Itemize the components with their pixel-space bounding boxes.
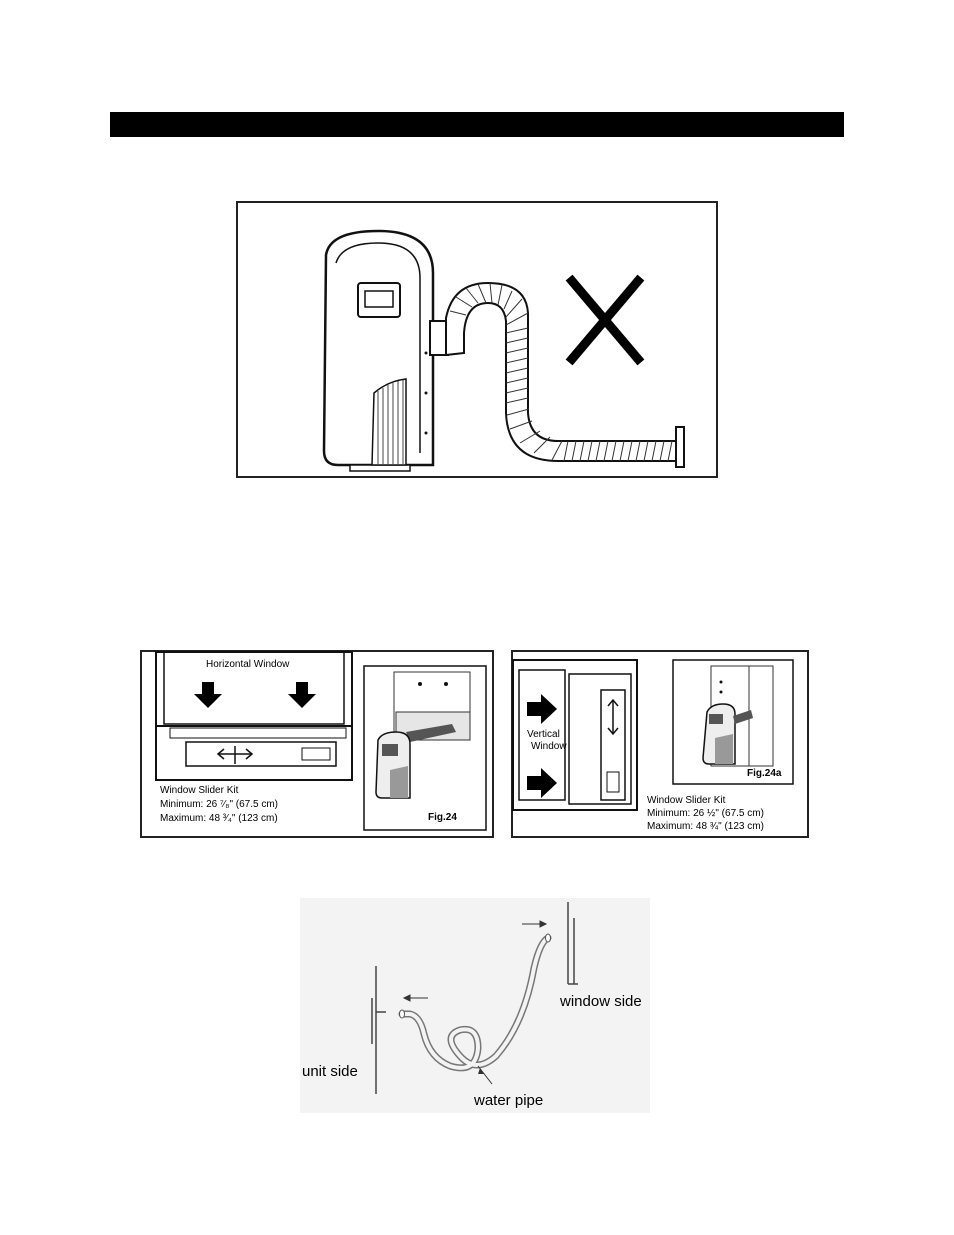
water-pipe-label: water pipe	[474, 1092, 543, 1109]
fig-24a-caption: Fig.24a	[747, 768, 781, 780]
fig-24-caption: Fig.24	[428, 812, 457, 824]
horizontal-window-figure: Horizontal Window Window Slider Kit Mini…	[140, 650, 494, 838]
water-pipe-figure: unit side window side water pipe	[300, 898, 650, 1113]
horizontal-window-title: Horizontal Window	[206, 659, 289, 671]
vertical-window-figure: Vertical Window Fig.24a Window Slider Ki…	[511, 650, 809, 838]
section-header-bar	[110, 112, 844, 137]
window-side-label: window side	[560, 993, 642, 1010]
kit-maximum: Maximum: 48 ³⁄₄" (123 cm)	[160, 813, 278, 825]
kit-minimum: Minimum: 26 ⁷⁄₈" (67.5 cm)	[160, 799, 278, 811]
kit-minimum-24a: Minimum: 26 ½" (67.5 cm)	[647, 808, 764, 820]
kit-maximum-24a: Maximum: 48 ¾" (123 cm)	[647, 821, 764, 833]
vertical-window-title-line2: Window	[531, 741, 567, 753]
kit-title: Window Slider Kit	[160, 785, 238, 797]
kit-title-24a: Window Slider Kit	[647, 795, 725, 807]
incorrect-hose-figure	[236, 201, 718, 478]
vertical-window-title-line1: Vertical	[527, 729, 560, 741]
right-arrow-icon	[522, 921, 546, 927]
left-arrow-icon	[404, 995, 428, 1001]
down-arrows-icon	[194, 682, 316, 708]
unit-hose-drawing	[238, 203, 720, 480]
unit-side-label: unit side	[302, 1063, 358, 1080]
incorrect-x-mark	[572, 281, 638, 359]
